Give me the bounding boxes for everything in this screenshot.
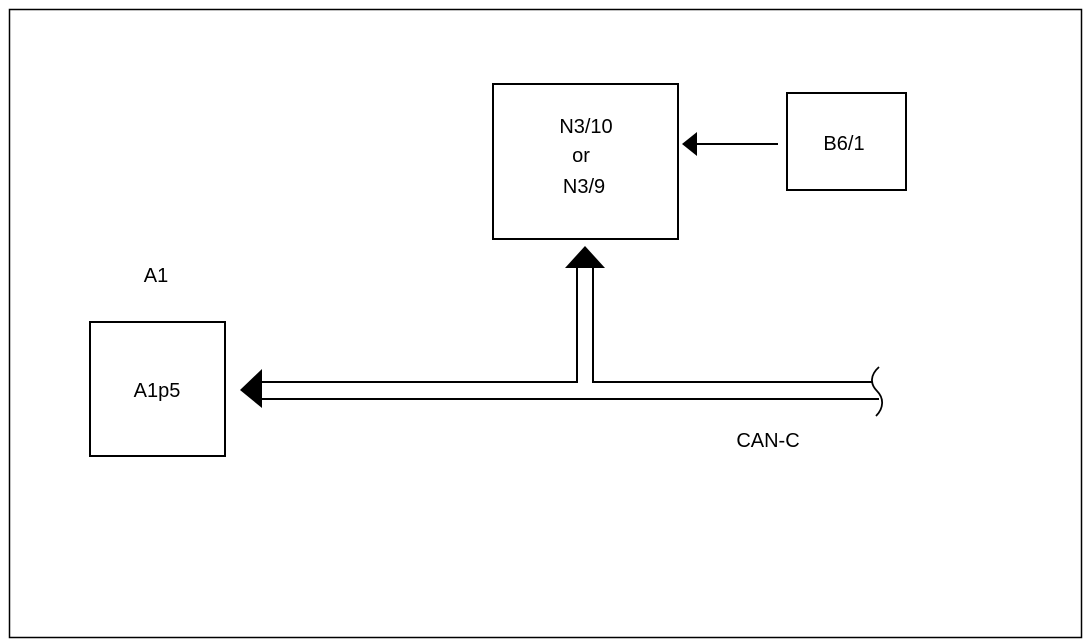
sensor-signal-arrow — [682, 132, 778, 156]
can-bus — [240, 246, 884, 417]
control-unit-n3-box — [492, 83, 679, 240]
module-a1p5-box — [89, 321, 226, 457]
control-unit-n3: N3/10 or N3/9 — [492, 83, 679, 240]
sensor-b6-label: B6/1 — [823, 133, 864, 155]
can-bus-arrowhead-a1p5 — [240, 369, 262, 408]
can-bus-break-symbol — [871, 366, 884, 417]
control-unit-n3-label-line1: N3/10 — [559, 116, 612, 138]
sensor-signal-arrowhead — [682, 132, 697, 156]
can-bus-upper-line-right — [592, 266, 873, 383]
control-unit-n3-label-line2: or — [572, 145, 590, 167]
can-bus-label: CAN-C — [736, 430, 799, 452]
module-a1p5: A1p5 — [89, 321, 226, 457]
group-label-a1: A1 — [144, 265, 168, 287]
sensor-b6-box — [786, 92, 907, 191]
can-bus-upper-line-left — [258, 266, 578, 383]
module-a1p5-label: A1p5 — [134, 380, 181, 402]
sensor-b6: B6/1 — [786, 92, 907, 191]
control-unit-n3-label-line3: N3/9 — [563, 176, 605, 198]
can-bus-arrowhead-n3 — [565, 246, 605, 268]
diagram-frame — [8, 8, 1083, 639]
